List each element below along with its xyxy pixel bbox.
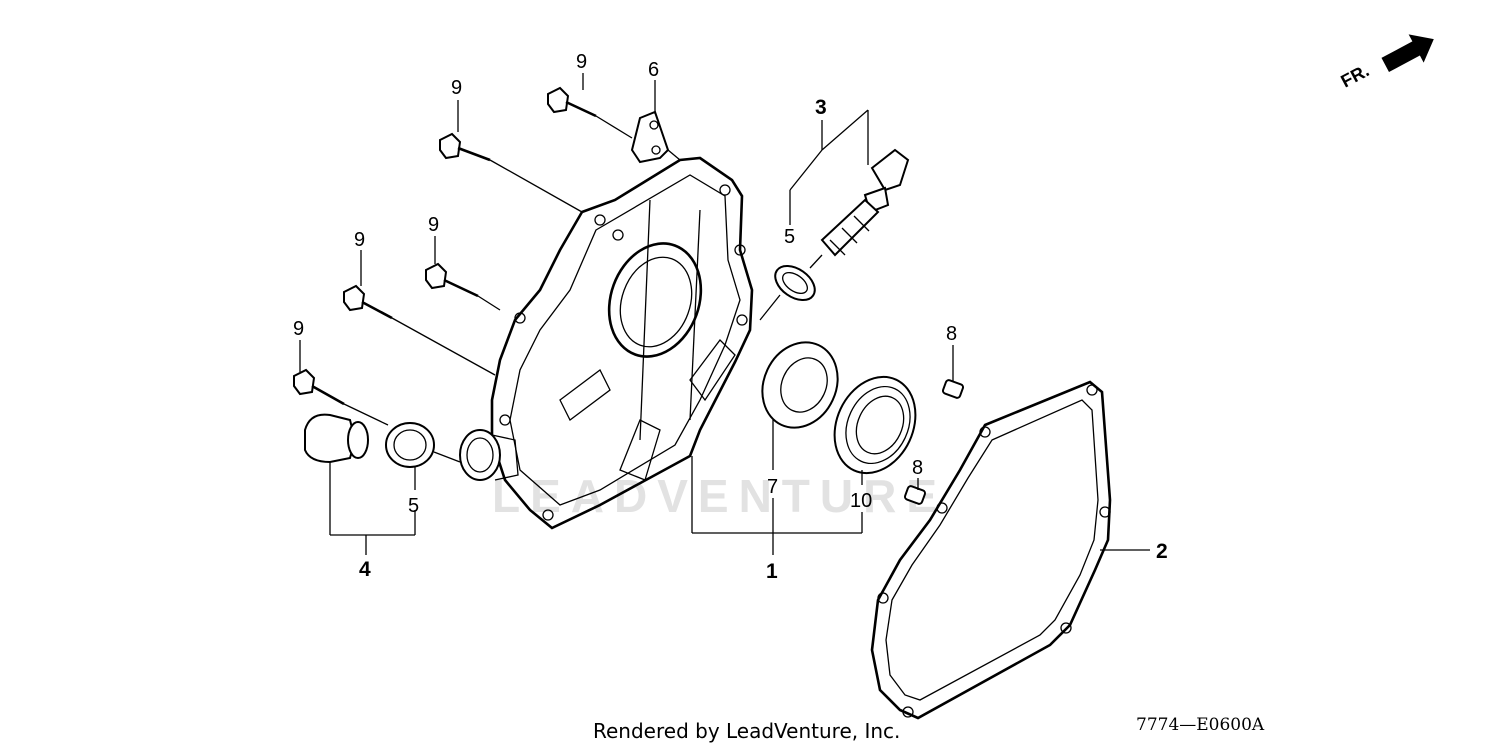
- ball-bearing: [833, 375, 917, 475]
- callout-1: 1: [766, 560, 778, 583]
- flange-bolt-d: [343, 284, 393, 320]
- callout-2: 2: [1156, 540, 1168, 563]
- callout-5-lower: 5: [408, 495, 419, 517]
- flange-bolt-a: [439, 132, 491, 162]
- filler-neck: [459, 429, 519, 481]
- callout-9-e: 9: [293, 318, 304, 340]
- callout-8-upper: 8: [946, 323, 957, 345]
- flange-bolt-b: [547, 86, 597, 118]
- callout-9-b: 9: [576, 51, 587, 73]
- callout-5-upper: 5: [784, 226, 795, 248]
- filler-cap-seal: [385, 422, 435, 468]
- watermark: LEADVENTURE: [492, 470, 947, 522]
- flange-bolt-e: [293, 368, 345, 406]
- callout-8-lower: 8: [912, 457, 923, 479]
- footer-credit: Rendered by LeadVenture, Inc.: [593, 719, 900, 743]
- flange-bolt-c: [425, 262, 479, 298]
- leader-lines: [299, 73, 1150, 555]
- cover-gasket: [870, 380, 1112, 720]
- front-direction-label: FR.: [1337, 60, 1372, 91]
- crankcase-cover: [490, 156, 754, 530]
- callout-10: 10: [850, 490, 872, 512]
- callout-6: 6: [648, 59, 659, 81]
- dipstick-seal: [774, 264, 816, 302]
- front-direction-arrow-icon: [1381, 34, 1434, 72]
- callout-9-d: 9: [354, 229, 365, 251]
- stay-bracket: [630, 110, 670, 164]
- oil-filler-cap: [304, 413, 369, 464]
- callout-9-c: 9: [428, 214, 439, 236]
- callout-7: 7: [767, 476, 778, 498]
- oil-seal: [761, 341, 839, 429]
- oil-dipstick: [820, 148, 910, 257]
- callout-4: 4: [359, 558, 371, 581]
- dowel-pin-upper: [941, 379, 965, 399]
- callout-3: 3: [815, 96, 827, 119]
- callout-9-a: 9: [451, 77, 462, 99]
- drawing-code: 7774—E0600A: [1136, 715, 1265, 735]
